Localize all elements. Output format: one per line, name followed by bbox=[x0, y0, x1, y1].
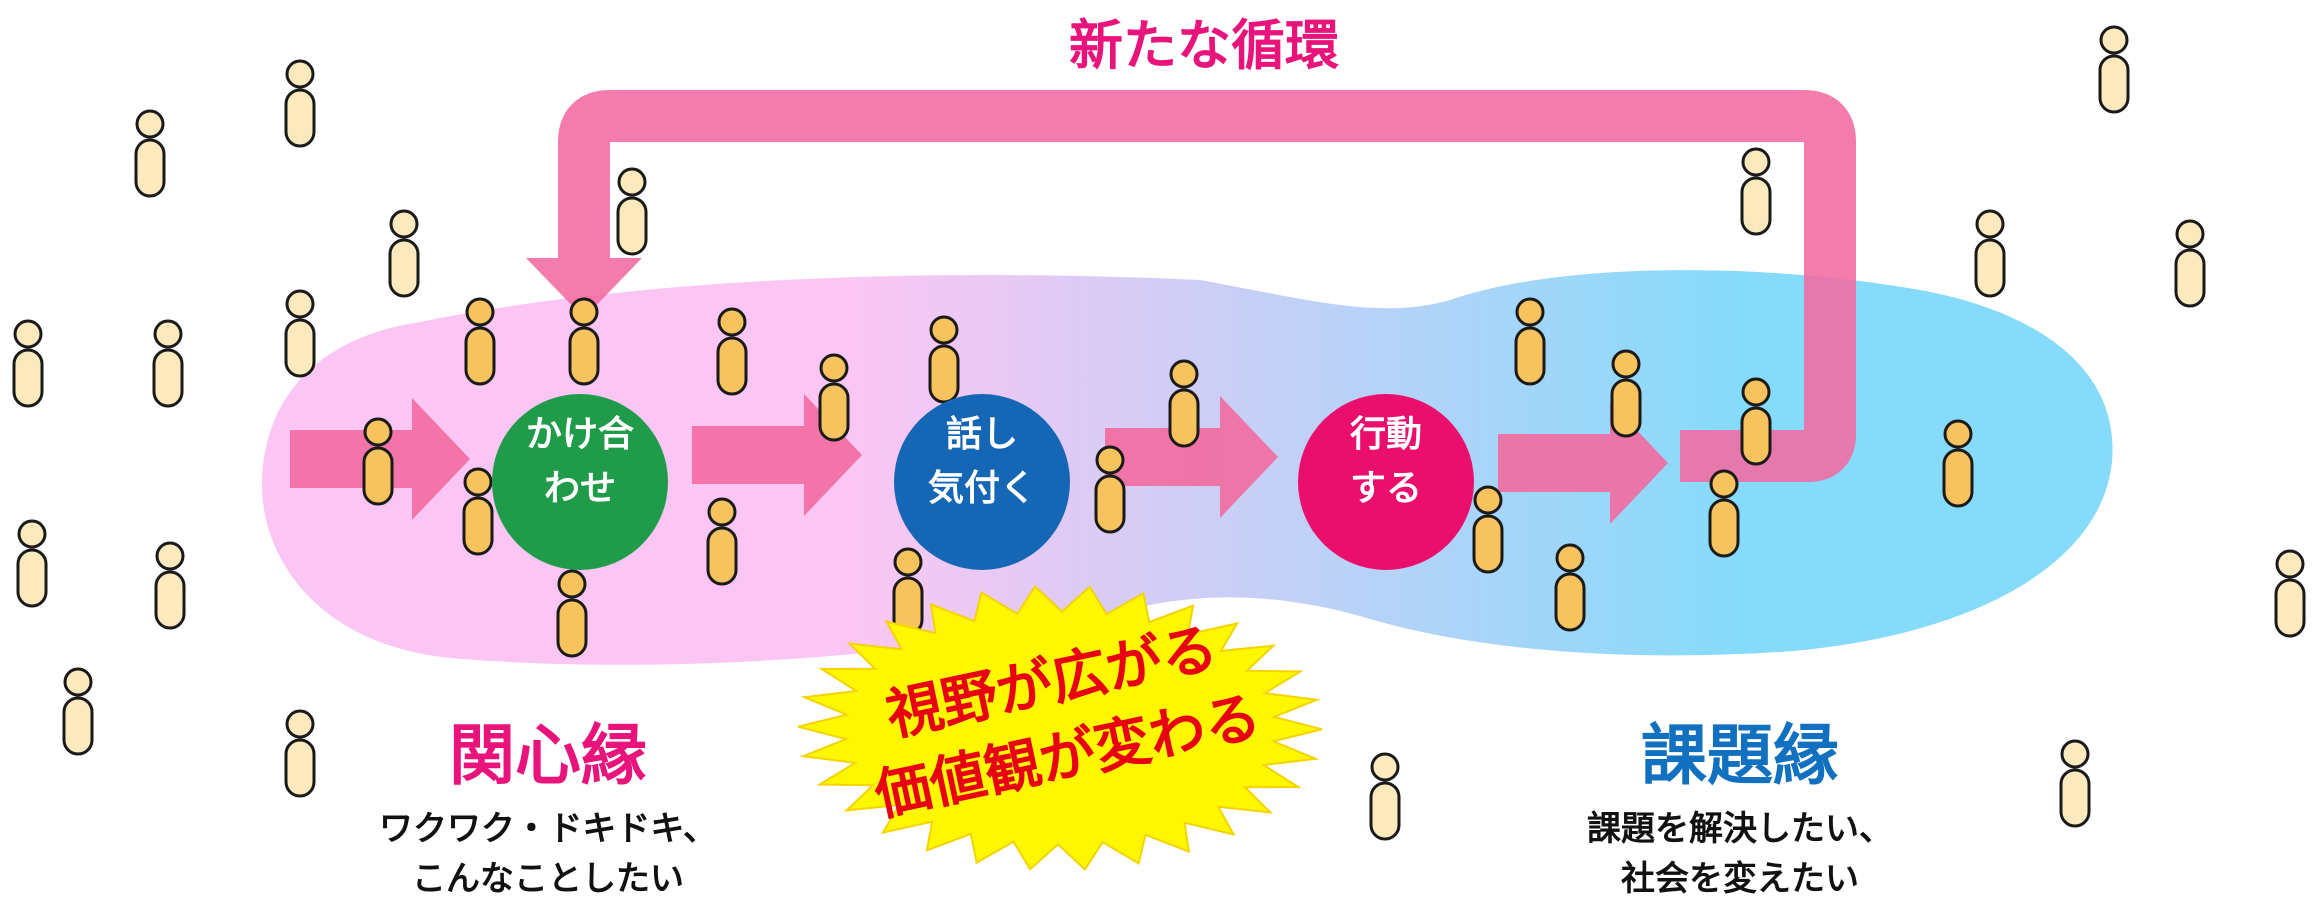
person-icon bbox=[1974, 209, 2006, 298]
person-icon bbox=[1094, 445, 1126, 534]
person-icon bbox=[1554, 543, 1586, 632]
person-icon bbox=[1514, 297, 1546, 386]
left-zone-caption-2: こんなことしたい bbox=[412, 859, 684, 899]
person-icon bbox=[1708, 469, 1740, 558]
person-icon bbox=[388, 209, 420, 298]
person-icon bbox=[464, 297, 496, 386]
person-icon bbox=[1168, 359, 1200, 448]
person-icon bbox=[2174, 219, 2206, 308]
person-icon bbox=[568, 297, 600, 386]
person-icon bbox=[2059, 739, 2091, 828]
right-zone-title: 課題縁 bbox=[1641, 717, 1839, 794]
person-icon bbox=[1740, 377, 1772, 466]
right-zone-caption-1: 課題を解決したい、 bbox=[1587, 809, 1893, 849]
person-icon bbox=[12, 319, 44, 408]
person-icon bbox=[284, 59, 316, 148]
step-act-line2: する bbox=[1350, 468, 1422, 509]
person-icon bbox=[892, 547, 924, 636]
person-icon bbox=[1472, 485, 1504, 574]
person-icon bbox=[284, 289, 316, 378]
person-icon bbox=[154, 541, 186, 630]
left-zone-caption-1: ワクワク・ドキドキ、 bbox=[379, 809, 717, 849]
person-icon bbox=[152, 319, 184, 408]
person-icon bbox=[16, 519, 48, 608]
person-icon bbox=[556, 569, 588, 658]
step-match: かけ合 わせ bbox=[492, 394, 668, 570]
right-zone-label: 課題縁 課題を解決したい、 社会を変えたい bbox=[1587, 717, 1893, 899]
person-icon bbox=[134, 109, 166, 198]
person-icon bbox=[62, 667, 94, 756]
person-icon bbox=[616, 167, 648, 256]
person-icon bbox=[362, 417, 394, 506]
right-zone-caption-2: 社会を変えたい bbox=[1621, 859, 1859, 899]
person-icon bbox=[716, 307, 748, 396]
person-icon bbox=[2098, 25, 2130, 114]
step-match-line2: わせ bbox=[544, 468, 616, 509]
person-icon bbox=[462, 467, 494, 556]
burst-icon: 視野が広がる 価値観が変わる bbox=[797, 585, 1323, 871]
person-icon bbox=[1369, 752, 1401, 841]
flow-arrow-3 bbox=[1105, 396, 1278, 518]
step-notice: 話し 気付く bbox=[894, 394, 1070, 570]
person-icon bbox=[706, 497, 738, 586]
loop-arrow-icon bbox=[526, 90, 1856, 482]
person-icon bbox=[1610, 349, 1642, 438]
person-icon bbox=[818, 353, 850, 442]
loop-title: 新たな循環 bbox=[1069, 14, 1339, 77]
person-icon bbox=[284, 709, 316, 798]
step-act: 行動 する bbox=[1298, 394, 1474, 570]
step-act-line1: 行動 bbox=[1350, 414, 1422, 455]
people-group bbox=[12, 25, 2306, 841]
step-notice-line1: 話し bbox=[946, 414, 1018, 455]
step-match-line1: かけ合 bbox=[526, 414, 634, 455]
left-zone-title: 関心縁 bbox=[449, 717, 647, 794]
step-notice-line2: 気付く bbox=[928, 468, 1036, 509]
person-icon bbox=[2274, 549, 2306, 638]
left-zone-label: 関心縁 ワクワク・ドキドキ、 こんなことしたい bbox=[379, 717, 717, 899]
person-icon bbox=[928, 315, 960, 404]
person-icon bbox=[1942, 419, 1974, 508]
person-icon bbox=[1740, 147, 1772, 236]
